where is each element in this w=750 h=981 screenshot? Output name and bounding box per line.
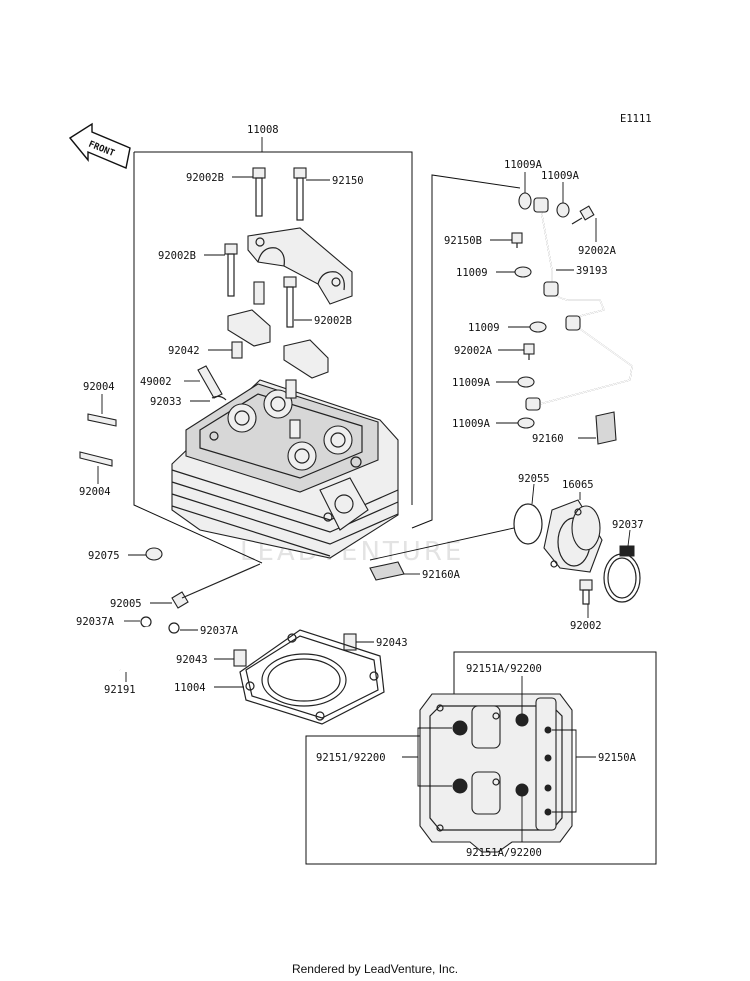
label-92055: 92055: [518, 473, 550, 485]
label-92002B-2: 92002B: [158, 250, 196, 262]
cap-92075: 92075: [88, 547, 163, 562]
bolt-92002A-lower: 92002A: [454, 343, 535, 360]
stud-92004-lower: 92004: [79, 451, 113, 498]
label-92002: 92002: [570, 620, 602, 632]
label-11009A-3: 11009A: [452, 377, 491, 389]
diagram-code: E1111: [620, 113, 652, 125]
label-11009A-2: 11009A: [541, 170, 580, 182]
label-92005: 92005: [110, 598, 142, 610]
pad-92160: 92160: [532, 411, 617, 445]
label-16065: 16065: [562, 479, 594, 491]
label-92151-92200: 92151/92200: [316, 752, 386, 764]
label-92037A-2: 92037A: [200, 625, 239, 637]
dowel-pin-92042: 92042: [168, 341, 243, 359]
hose-92191: 92191: [104, 626, 151, 696]
label-92075: 92075: [88, 550, 120, 562]
label-11009-2: 11009: [468, 322, 500, 334]
o-ring-92055: 92055: [369, 473, 550, 561]
label-92042: 92042: [168, 345, 200, 357]
inset-bolt-layout: 92151A/92200 92151/92200 92150A 92151A/9…: [305, 651, 657, 865]
front-arrow-icon: FRONT: [68, 122, 131, 169]
label-92150B: 92150B: [444, 235, 482, 247]
label-92002A-2: 92002A: [454, 345, 493, 357]
washer-11009A-1: 11009A: [504, 159, 543, 210]
label-92151A-92200-top: 92151A/92200: [466, 663, 542, 675]
label-92150A: 92150A: [598, 752, 637, 764]
label-92043-2: 92043: [376, 637, 408, 649]
washer-11009A-3: 11009A: [452, 376, 535, 389]
label-39193: 39193: [576, 265, 608, 277]
label-92160A: 92160A: [422, 569, 461, 581]
pad-92160A: 92160A: [369, 561, 461, 581]
label-92033: 92033: [150, 396, 182, 408]
label-92002B-3: 92002B: [314, 315, 352, 327]
bolt-92002B-middle: 92002B: [158, 243, 238, 297]
bolt-92150B: 92150B: [444, 232, 523, 248]
bolt-92002A-top: 92002A: [571, 205, 617, 257]
dowel-92043-right: 92043: [343, 633, 408, 651]
label-92191: 92191: [104, 684, 136, 696]
cylinder-head-body: [171, 379, 399, 559]
bolt-92150: 92150: [293, 167, 364, 221]
label-11009A-1: 11009A: [504, 159, 543, 171]
label-92043-1: 92043: [176, 654, 208, 666]
label-11004: 11004: [174, 682, 206, 694]
clamp-92037A-left: 92037A: [76, 616, 152, 628]
footer-credit: Rendered by LeadVenture, Inc.: [291, 962, 459, 976]
carburetor-holder-16065: 16065: [543, 479, 603, 573]
circlip-92033: 92033: [150, 395, 227, 408]
label-92004-2: 92004: [79, 486, 111, 498]
camshaft-cap-upper: [247, 227, 353, 305]
label-92004-1: 92004: [83, 381, 115, 393]
fitting-92005: 92005: [110, 563, 261, 610]
label-11008: 11008: [247, 124, 279, 136]
label-92160: 92160: [532, 433, 564, 445]
camshaft-cap-lower-1: [227, 309, 271, 347]
label-49002: 49002: [140, 376, 172, 388]
bolt-92002B-top: 92002B: [186, 167, 266, 217]
washer-11009-2: 11009: [468, 321, 547, 334]
assembly-bracket-11008: 11008: [133, 124, 413, 564]
stud-92004-upper: 92004: [83, 381, 117, 427]
label-92002B-1: 92002B: [186, 172, 224, 184]
label-92150: 92150: [332, 175, 364, 187]
clamp-92037: 92037: [603, 519, 644, 603]
bolt-92002: 92002: [570, 579, 602, 632]
oil-pipe-bracket: [411, 174, 521, 529]
label-92037A-1: 92037A: [76, 616, 115, 628]
washer-11009A-4: 11009A: [452, 417, 535, 430]
clamp-92037A-right: 92037A: [168, 622, 239, 637]
label-92037: 92037: [612, 519, 644, 531]
label-11009A-4: 11009A: [452, 418, 491, 430]
oil-pipe-39193: 39193: [525, 197, 633, 411]
label-92151A-92200-bottom: 92151A/92200: [466, 847, 542, 859]
head-gasket-11004: 11004: [174, 629, 385, 725]
label-92002A-1: 92002A: [578, 245, 617, 257]
label-11009-1: 11009: [456, 267, 488, 279]
camshaft-cap-lower-2: [283, 339, 329, 379]
dowel-92043-left: 92043: [176, 649, 247, 667]
washer-11009-1: 11009: [456, 266, 532, 279]
dowel-sleeve: [253, 281, 265, 305]
bolt-92002B-lower: 92002B: [283, 276, 352, 328]
valve-guide-49002: 49002: [140, 365, 223, 399]
washer-11009A-2: 11009A: [541, 170, 580, 218]
